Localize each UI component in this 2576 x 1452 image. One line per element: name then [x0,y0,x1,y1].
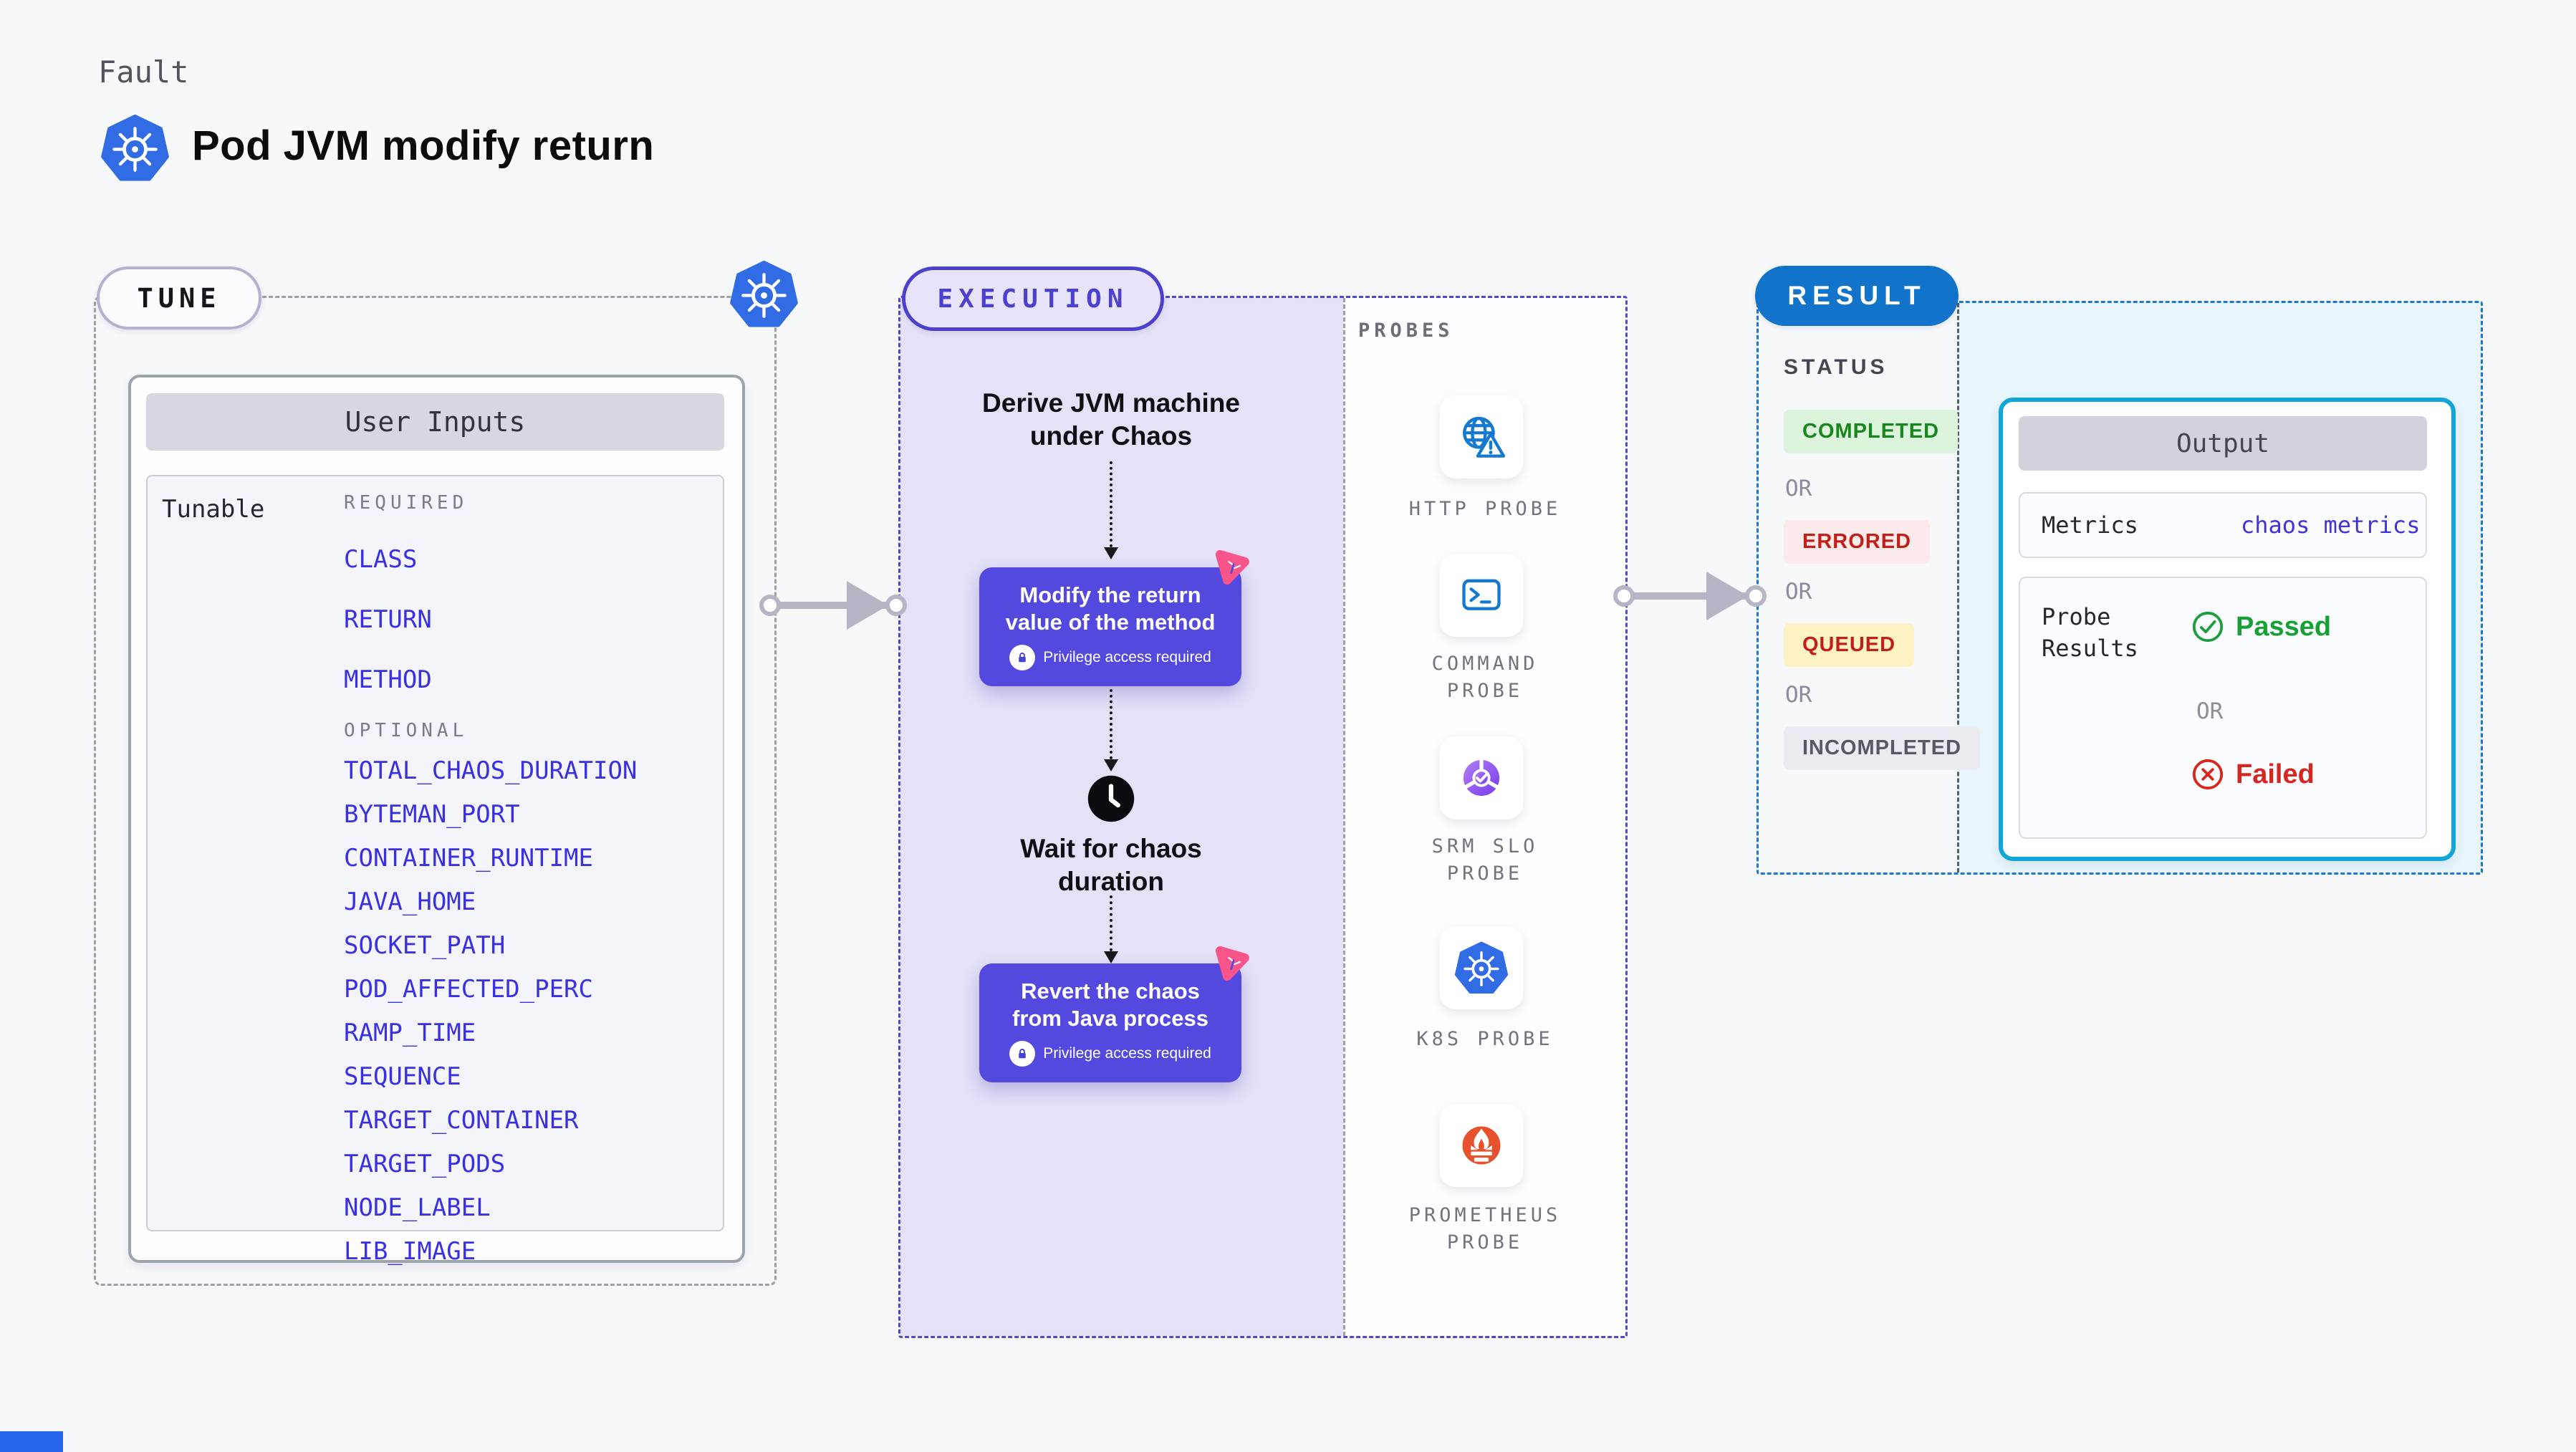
input-item: CONTAINER_RUNTIME [344,844,593,872]
input-item: TARGET_PODS [344,1150,506,1178]
input-item: POD_AFFECTED_PERC [344,975,593,1004]
tune-badge: TUNE [97,266,261,330]
tune-to-execution-arrow [759,581,907,630]
globe-warning-icon [1456,411,1507,463]
execution-to-result-arrow [1613,572,1767,620]
input-item: JAVA_HOME [344,888,476,916]
kubernetes-icon [729,259,799,329]
user-inputs-card: User Inputs Tunable REQUIRED CLASS RETUR… [128,375,745,1266]
modify-step-label: Modify the return value of the method [1005,582,1216,635]
privilege-label: Privilege access required [1043,649,1211,665]
wait-step-label: Wait for chaos duration [1020,834,1202,896]
passed-label: Passed [2236,611,2332,642]
bottom-accent-bar [0,1431,63,1452]
check-circle-icon [2191,610,2225,644]
probe-name: PROMETHEUS PROBE [1408,1204,1562,1254]
input-item: TOTAL_CHAOS_DURATION [344,756,638,785]
revert-step-label: Revert the chaos from Java process [1012,979,1208,1031]
or-label: OR [1785,476,1812,501]
probe-name: K8S PROBE [1416,1028,1554,1050]
terminal-icon [1456,569,1507,621]
flow-connector [1110,895,1112,951]
probe-card-command [1440,554,1523,637]
input-item: SEQUENCE [344,1062,461,1091]
flow-connector [1110,461,1112,547]
tunable-label: Tunable [162,495,265,524]
optional-label: OPTIONAL [344,720,468,741]
probe-results-row: Probe Results Passed OR Failed [2019,577,2427,839]
probes-label: PROBES [1358,319,1454,342]
execution-probes-divider [1343,298,1345,1336]
or-label: OR [1785,579,1812,605]
clock-icon [1086,774,1136,824]
status-label: STATUS [1784,355,1888,379]
input-item: METHOD [344,665,432,694]
flow-connector-arrowhead [1104,759,1118,771]
probe-name: HTTP PROBE [1408,498,1562,520]
status-badge-incompleted: INCOMPLETED [1784,726,1981,770]
modify-step-box: Modify the return value of the method Pr… [979,567,1241,686]
x-circle-icon [2191,757,2225,792]
slo-gauge-icon [1454,751,1509,805]
kubernetes-icon [100,113,170,183]
page-title: Pod JVM modify return [192,122,655,169]
or-label: OR [1785,682,1812,708]
status-badge-completed: COMPLETED [1784,410,1959,453]
tune-section-box [94,296,777,1286]
failed-label: Failed [2236,759,2315,789]
probe-results-label: Probe Results [2042,603,2138,662]
input-item: LIB_IMAGE [344,1237,476,1266]
input-item: CLASS [344,545,418,574]
metrics-label: Metrics [2042,511,2138,539]
privilege-label: Privilege access required [1043,1045,1211,1062]
probe-name: COMMAND PROBE [1431,653,1539,702]
flow-connector [1110,689,1112,759]
or-label: OR [2196,698,2224,724]
flow-connector-arrowhead [1104,547,1118,559]
output-card: Output Metrics chaos metrics Probe Resul… [1999,398,2456,861]
probe-name: SRM SLO PROBE [1431,835,1539,885]
result-divider [1957,303,1959,872]
probe-card-prometheus [1440,1104,1523,1187]
probe-card-k8s [1440,926,1523,1009]
status-badge-errored: ERRORED [1784,520,1931,564]
kubernetes-icon [1454,941,1509,995]
metrics-row: Metrics chaos metrics [2019,492,2427,558]
input-item: RAMP_TIME [344,1019,476,1047]
required-label: REQUIRED [344,492,468,514]
probe-card-http [1440,395,1523,479]
prometheus-flame-icon [1453,1117,1509,1173]
output-title: Output [2019,416,2427,471]
fault-kicker: Fault [98,54,189,90]
derive-step-label: Derive JVM machine under Chaos [982,388,1240,451]
input-item: SOCKET_PATH [344,931,506,960]
metrics-value: chaos metrics [2241,511,2421,539]
user-inputs-title: User Inputs [146,393,724,451]
execution-badge: EXECUTION [902,266,1164,331]
revert-step-box: Revert the chaos from Java process Privi… [979,963,1241,1082]
result-badge: RESULT [1755,266,1959,326]
user-inputs-panel: Tunable REQUIRED CLASS RETURN METHOD OPT… [146,475,724,1266]
lock-icon [1009,645,1036,670]
chaos-spark-icon [1213,547,1253,587]
input-item: TARGET_CONTAINER [344,1106,579,1135]
status-badge-queued: QUEUED [1784,623,1915,667]
input-item: RETURN [344,605,432,634]
input-item: BYTEMAN_PORT [344,800,520,829]
flow-connector-arrowhead [1104,951,1118,963]
probe-card-srm-slo [1440,736,1523,819]
chaos-spark-icon [1213,943,1253,984]
lock-icon [1009,1041,1036,1067]
input-item: NODE_LABEL [344,1193,491,1222]
